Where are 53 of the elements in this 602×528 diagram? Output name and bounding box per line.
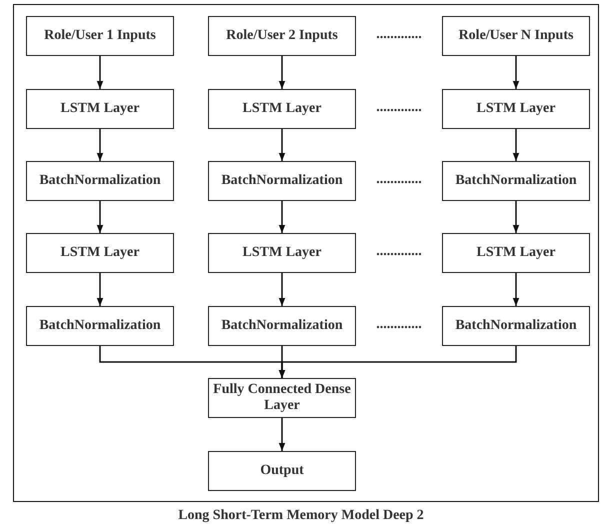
ellipsis-dots: ............. — [375, 317, 423, 333]
ellipsis-dots: ............. — [375, 172, 423, 188]
arrow — [278, 129, 286, 161]
layer-label: LSTM Layer — [476, 245, 556, 261]
layer-label: Fully Connected Dense Layer — [212, 382, 352, 414]
layer-label: LSTM Layer — [60, 101, 140, 117]
arrow — [278, 418, 286, 451]
layer-label: LSTM Layer — [476, 101, 556, 117]
layer-box — [208, 89, 356, 129]
layer-label: BatchNormalization — [221, 318, 343, 334]
layer-label: BatchNormalization — [455, 173, 577, 189]
arrow — [96, 129, 104, 161]
layer-box — [208, 306, 356, 346]
layer-box — [208, 16, 356, 56]
layer-label: Role/User N Inputs — [458, 28, 574, 44]
layer-box — [442, 89, 590, 129]
figure-caption: Long Short-Term Memory Model Deep 2 — [177, 508, 425, 524]
arrow — [512, 56, 520, 89]
layer-label: BatchNormalization — [455, 318, 577, 334]
layer-box — [26, 89, 174, 129]
layer-label: LSTM Layer — [60, 245, 140, 261]
layer-box — [442, 306, 590, 346]
arrow — [278, 273, 286, 306]
arrow — [512, 201, 520, 233]
layer-box — [208, 451, 356, 491]
layer-label: LSTM Layer — [242, 101, 322, 117]
layer-box — [26, 161, 174, 201]
layer-box — [26, 306, 174, 346]
arrow — [512, 273, 520, 306]
layer-label: BatchNormalization — [39, 318, 161, 334]
arrow — [96, 273, 104, 306]
layer-box — [442, 161, 590, 201]
layer-box — [208, 233, 356, 273]
arrow — [96, 201, 104, 233]
layer-box — [208, 161, 356, 201]
arrow — [512, 129, 520, 161]
ellipsis-dots: ............. — [375, 27, 423, 43]
layer-box — [442, 16, 590, 56]
layer-box — [442, 233, 590, 273]
ellipsis-dots: ............. — [375, 244, 423, 260]
layer-label: LSTM Layer — [242, 245, 322, 261]
arrow — [278, 346, 517, 378]
arrow — [96, 56, 104, 89]
layer-label: Output — [260, 463, 304, 479]
arrow — [278, 56, 286, 89]
layer-label: Role/User 1 Inputs — [44, 28, 156, 44]
ellipsis-dots: ............. — [375, 100, 423, 116]
layer-label: Role/User 2 Inputs — [226, 28, 338, 44]
layer-label: BatchNormalization — [39, 173, 161, 189]
arrow — [278, 201, 286, 233]
layer-box — [26, 16, 174, 56]
layer-label: BatchNormalization — [221, 173, 343, 189]
layer-box — [26, 233, 174, 273]
